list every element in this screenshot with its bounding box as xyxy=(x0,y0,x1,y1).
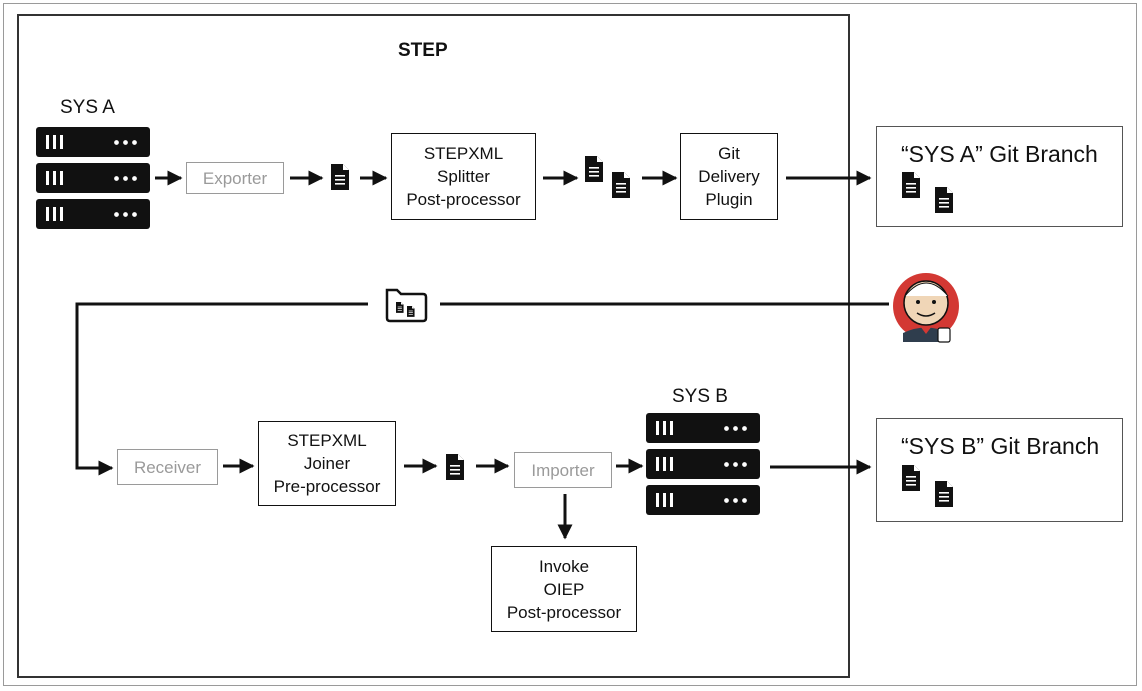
document-icon xyxy=(446,454,464,480)
step-title: STEP xyxy=(398,40,448,61)
receiver-label: Receiver xyxy=(133,457,202,477)
diagram-frame xyxy=(3,3,1137,686)
server-icon xyxy=(36,199,150,229)
document-icon xyxy=(612,172,630,198)
git-delivery-plugin-box: Git Delivery Plugin xyxy=(680,133,778,220)
step-system-box xyxy=(17,14,850,678)
exporter-box: Exporter xyxy=(186,162,284,194)
receiver-box: Receiver xyxy=(117,449,218,485)
splitter-label: STEPXML Splitter Post-processor xyxy=(406,144,521,209)
importer-box: Importer xyxy=(514,452,612,488)
document-icon xyxy=(935,481,953,507)
jenkins-icon xyxy=(893,273,959,343)
exporter-label: Exporter xyxy=(202,168,268,188)
git-delivery-label: Git Delivery Plugin xyxy=(698,144,760,209)
server-icon xyxy=(646,449,760,479)
joiner-label: STEPXML Joiner Pre-processor xyxy=(273,431,381,496)
document-icon xyxy=(331,164,349,190)
invoke-oiep-box: Invoke OIEP Post-processor xyxy=(491,546,637,632)
loop-connector xyxy=(75,302,368,476)
invoke-label: Invoke OIEP Post-processor xyxy=(506,556,622,622)
document-icon xyxy=(902,465,920,491)
server-icon xyxy=(36,163,150,193)
sys-b-branch-label: “SYS B” Git Branch xyxy=(901,433,1100,459)
sys-a-branch-label: “SYS A” Git Branch xyxy=(901,141,1098,167)
sys-a-label: SYS A xyxy=(60,97,115,118)
server-icon xyxy=(646,413,760,443)
server-icon xyxy=(36,127,150,157)
document-icon xyxy=(902,172,920,198)
sys-b-label: SYS B xyxy=(672,386,728,407)
importer-label: Importer xyxy=(531,460,595,480)
server-icon xyxy=(646,485,760,515)
stepxml-joiner-box: STEPXML Joiner Pre-processor xyxy=(258,421,396,506)
stepxml-splitter-box: STEPXML Splitter Post-processor xyxy=(391,133,536,220)
document-icon xyxy=(935,187,953,213)
document-icon xyxy=(585,156,603,182)
folder-icon xyxy=(385,288,428,323)
